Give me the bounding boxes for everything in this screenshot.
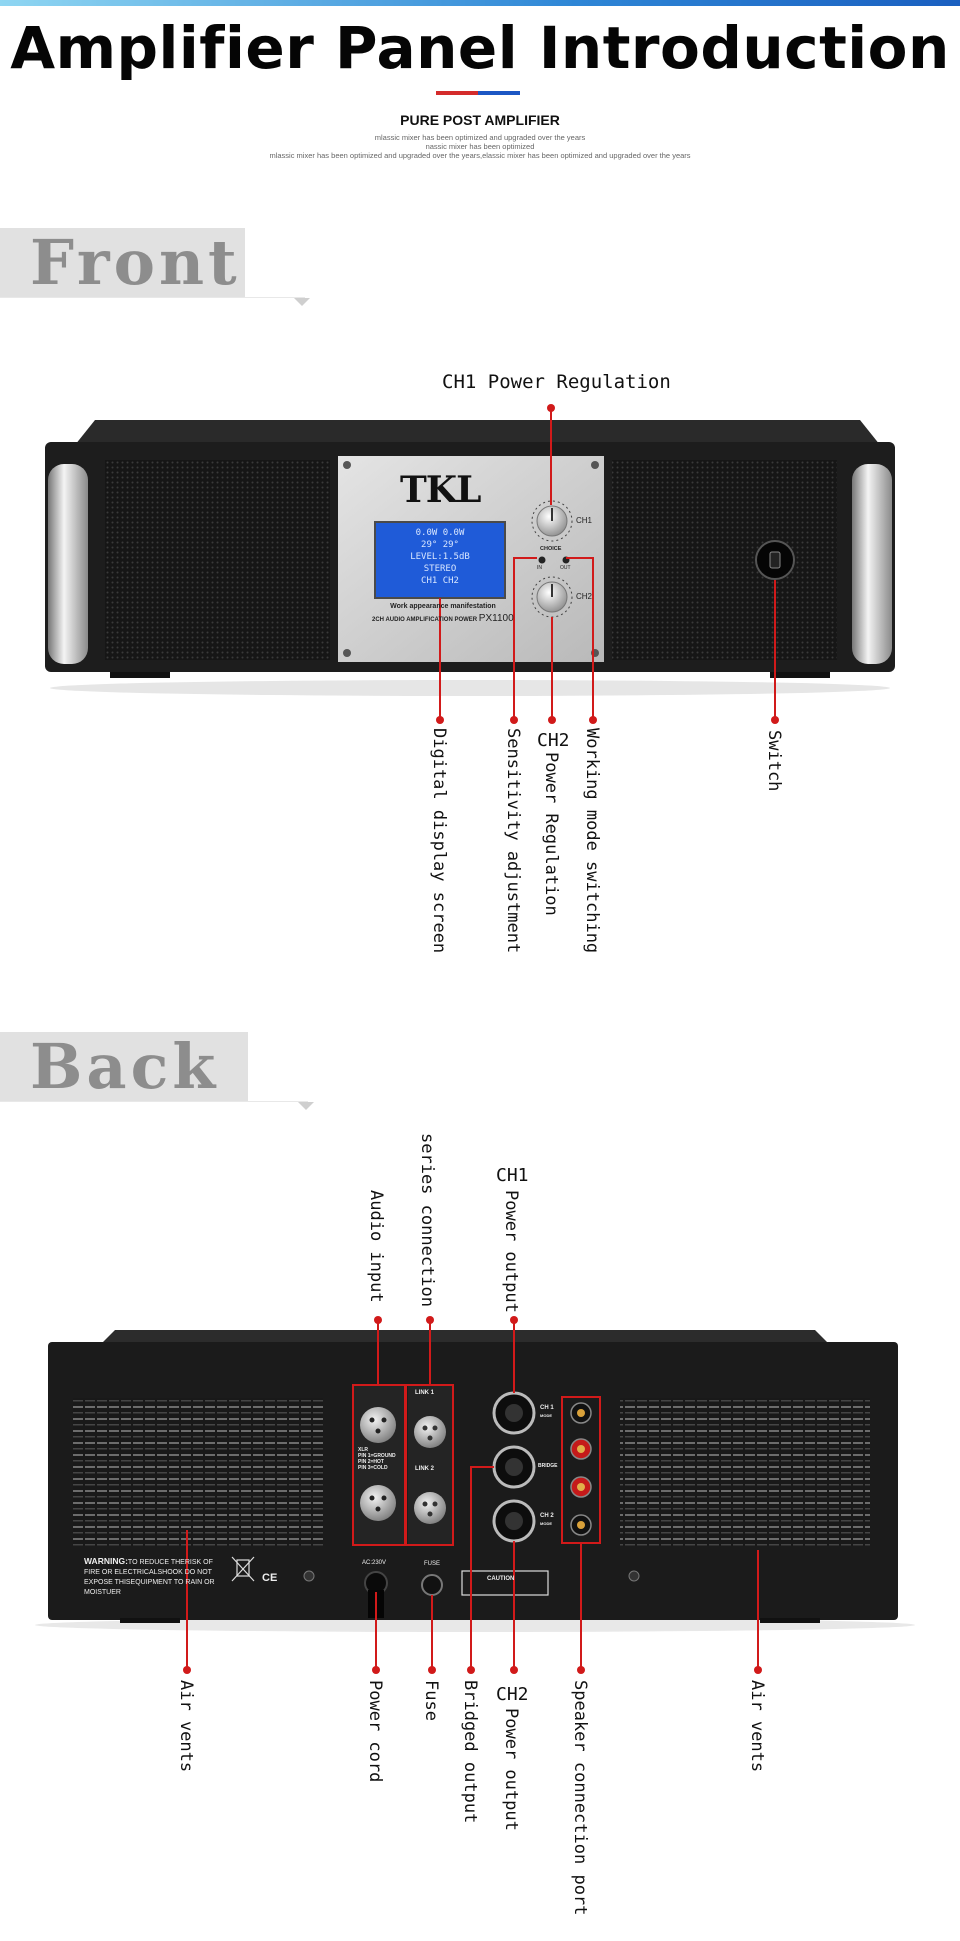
panel-caption: Work appearance manifestation — [390, 603, 496, 610]
choice-label: CHOICE — [540, 546, 562, 552]
lcd-screen — [374, 521, 506, 599]
lcd-row-1: 0.0W 0.0W — [415, 528, 465, 538]
left-air-vents — [73, 1398, 323, 1546]
front-amplifier-illustration — [45, 404, 895, 724]
section-tab-front: Front — [0, 228, 245, 298]
knob-ch1-label: CH1 — [576, 516, 593, 525]
right-grille — [612, 460, 837, 660]
right-air-vents — [620, 1398, 870, 1546]
title-accent-blue — [478, 91, 520, 95]
mode-text-1: MODE — [540, 1413, 552, 1418]
tab-underline-back — [0, 1101, 308, 1102]
left-handle — [48, 464, 88, 664]
left-grille — [105, 460, 330, 660]
link-1-connector — [414, 1416, 446, 1448]
panel-subcaption: 2CH AUDIO AMPLIFICATION POWER PX1100 — [372, 613, 514, 624]
label-ch2-power-regulation: Power Regulation — [541, 752, 561, 916]
desc-line-1: mlassic mixer has been optimized and upg… — [374, 133, 586, 142]
tab-arrow-icon — [294, 298, 310, 306]
warning-text: WARNING:TO REDUCE THERISK OF FIRE OR ELE… — [84, 1556, 234, 1598]
warning-line-1: TO REDUCE THERISK OF — [127, 1559, 213, 1566]
ac-voltage-label: AC:230V — [362, 1560, 387, 1566]
choice-out-label: OUT — [560, 565, 571, 571]
lcd-row-4: STEREO — [423, 564, 457, 574]
label-digital-display: Digital display screen — [429, 728, 449, 954]
choice-in-label: IN — [537, 565, 542, 571]
title-accent-red — [436, 91, 478, 95]
label-ch1-power-regulation: CH1 Power Regulation — [442, 371, 671, 393]
label-audio-input: Audio input — [366, 1190, 386, 1303]
right-handle — [852, 464, 892, 664]
ch1-mode-label: CH 1 MODE — [540, 1405, 554, 1419]
ch1-mode-text: CH 1 — [540, 1405, 554, 1411]
lcd-row-3: LEVEL:1.5dB — [410, 552, 470, 562]
choice-led-in — [538, 556, 546, 564]
link-2-connector — [414, 1492, 446, 1524]
ce-mark: CE — [262, 1572, 278, 1584]
xlr-label: XLR — [358, 1447, 368, 1453]
label-air-vents-left: Air vents — [176, 1680, 196, 1773]
pin-2-label: PIN 2=HOT — [358, 1459, 384, 1465]
speakon-ch1 — [492, 1391, 536, 1435]
fuse-holder — [421, 1574, 443, 1596]
ch2-mode-text: CH 2 — [540, 1513, 554, 1519]
page-title: Amplifier Panel Introduction — [10, 14, 950, 82]
ch1-knob — [531, 500, 573, 542]
page-subtitle: PURE POST AMPLIFIER — [400, 112, 560, 128]
model-number: PX1100 — [478, 613, 514, 624]
top-accent-bar — [0, 0, 960, 6]
warning-line-4: MOISTUER — [84, 1589, 121, 1596]
label-speaker-connection-port: Speaker connection port — [570, 1680, 590, 1916]
xlr-input-2 — [360, 1485, 396, 1521]
label-series-connection: series connection — [417, 1133, 437, 1307]
section-tab-front-label: Front — [30, 226, 241, 299]
panel-subcaption-text: 2CH AUDIO AMPLIFICATION POWER — [372, 617, 478, 623]
bridge-label: BRIDGE — [538, 1463, 558, 1469]
brand-logo: TKL — [400, 469, 481, 511]
binding-posts — [570, 1402, 592, 1536]
tab-underline — [0, 297, 305, 298]
weee-bin-icon — [231, 1556, 255, 1582]
speakon-bridge — [492, 1445, 536, 1489]
label-ch2-top: CH2 — [537, 730, 570, 751]
link-1-label: LINK 1 — [415, 1390, 435, 1396]
label-ch1-top: CH1 — [496, 1165, 529, 1186]
caution-text: CAUTION — [487, 1576, 515, 1582]
lcd-readout: 0.0W 0.0W 29° 29° LEVEL:1.5dB STEREO CH1… — [378, 527, 502, 587]
back-amplifier-illustration — [35, 1316, 915, 1674]
label-air-vents-right: Air vents — [747, 1680, 767, 1773]
label-working-mode: Working mode switching — [582, 728, 602, 954]
warning-line-3: EXPOSE THISEQUIPMENT TO RAIN OR — [84, 1579, 215, 1586]
label-ch1-power-output: Power output — [501, 1190, 521, 1313]
pin-1-label: PIN 1=GROUND — [358, 1453, 396, 1459]
fuse-panel-label: FUSE — [424, 1561, 441, 1567]
label-ch2-power-output: Power output — [501, 1708, 521, 1831]
label-switch: Switch — [764, 730, 784, 792]
warning-line-2: FIRE OR ELECTRICALSHOOK DO NOT — [84, 1569, 212, 1576]
label-sensitivity: Sensitivity adjustment — [503, 728, 523, 954]
lcd-row-2: 29° 29° — [421, 540, 459, 550]
pin-3-label: PIN 3=COLD — [358, 1465, 388, 1471]
xlr-pinout: XLR PIN 1=GROUND PIN 2=HOT PIN 3=COLD — [358, 1447, 396, 1471]
section-tab-back: Back — [0, 1032, 248, 1102]
lcd-row-5: CH1 CH2 — [421, 576, 459, 586]
ch2-mode-label: CH 2 MODE — [540, 1513, 554, 1527]
label-bridged-output: Bridged output — [460, 1680, 480, 1824]
caution-label — [461, 1570, 549, 1596]
label-ch2-top: CH2 — [496, 1684, 529, 1705]
label-fuse: Fuse — [421, 1680, 441, 1721]
desc-line-2: nassic mixer has been optimized — [425, 142, 535, 151]
speakon-ch2 — [492, 1499, 536, 1543]
link-2-label: LINK 2 — [415, 1466, 435, 1472]
desc-line-3: mlassic mixer has been optimized and upg… — [269, 151, 691, 160]
warning-title: WARNING: — [84, 1556, 128, 1566]
tab-arrow-icon-back — [298, 1102, 314, 1110]
label-power-cord: Power cord — [365, 1680, 385, 1783]
section-tab-back-label: Back — [30, 1030, 220, 1103]
mode-text-2: MODE — [540, 1521, 552, 1526]
knob-ch2-label: CH2 — [576, 592, 593, 601]
xlr-input-1 — [360, 1407, 396, 1443]
